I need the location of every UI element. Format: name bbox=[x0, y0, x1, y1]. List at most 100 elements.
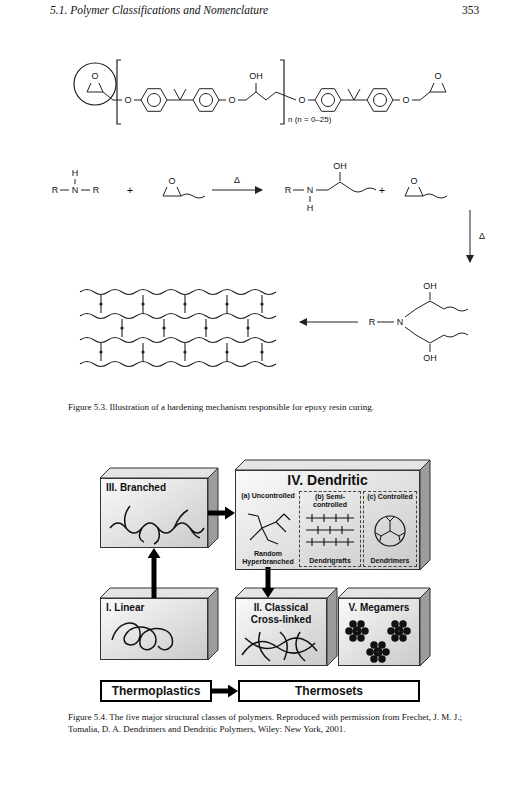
epoxy-network bbox=[101, 295, 262, 313]
cube-face bbox=[235, 588, 337, 666]
polymer-sketch bbox=[110, 506, 410, 662]
repeat-index: n (n = 0–25) bbox=[288, 116, 331, 124]
atom-label: H bbox=[307, 204, 314, 213]
chemical-structure bbox=[117, 60, 284, 124]
chemical-structure bbox=[315, 89, 341, 112]
class-heading: III. Branched bbox=[106, 482, 202, 494]
class-heading: I. Linear bbox=[106, 602, 202, 614]
flow-arrow bbox=[212, 689, 228, 694]
cube-top bbox=[100, 588, 218, 598]
chemical-structure bbox=[405, 187, 447, 198]
atom-label: O bbox=[91, 72, 98, 81]
chemical-structure bbox=[74, 63, 116, 105]
epoxy-network bbox=[141, 350, 144, 353]
class-heading: Thermosets bbox=[295, 684, 363, 698]
chemical-structure bbox=[322, 94, 335, 107]
epoxy-network bbox=[260, 350, 263, 353]
epoxy-network bbox=[99, 350, 102, 353]
cube-top bbox=[235, 460, 430, 470]
figure-caption: Figure 5.3. Illustration of a hardening … bbox=[68, 402, 468, 414]
class-heading: Thermoplastics bbox=[112, 684, 201, 698]
polymer-sketch bbox=[306, 514, 354, 546]
epoxy-network bbox=[162, 326, 165, 329]
flow-arrow bbox=[208, 511, 225, 516]
class-label: Dendrigrafts bbox=[302, 557, 358, 565]
epoxy-network bbox=[183, 350, 186, 353]
atom-label: O bbox=[298, 96, 305, 105]
chemical-structure bbox=[470, 210, 471, 262]
atom-label: OH bbox=[423, 282, 437, 291]
epoxy-network bbox=[80, 290, 276, 295]
atom-label: R bbox=[52, 186, 59, 195]
polymer-sketch bbox=[248, 514, 290, 544]
atom-label: O bbox=[410, 177, 417, 186]
cube-side bbox=[327, 588, 337, 666]
chemical-structure bbox=[200, 94, 213, 107]
structure-cube: II. Classical Cross-linked bbox=[235, 598, 327, 666]
epoxy-network bbox=[99, 302, 102, 305]
atom-label: H bbox=[72, 169, 79, 178]
polymer-sketch bbox=[125, 506, 200, 544]
cube-side bbox=[420, 588, 430, 666]
cube-front bbox=[338, 598, 420, 666]
epoxy-network bbox=[183, 302, 186, 305]
page-number: 353 bbox=[462, 5, 479, 17]
figure-caption: Figure 5.4. The five major structural cl… bbox=[68, 712, 468, 735]
flow-arrow bbox=[152, 558, 157, 598]
cube-top bbox=[338, 588, 430, 598]
atom-label: OH bbox=[333, 162, 347, 171]
plus-sign: + bbox=[127, 185, 133, 196]
chemical-structure bbox=[308, 100, 315, 101]
polymer-sketch bbox=[112, 623, 173, 650]
polymer-sketch bbox=[367, 642, 389, 662]
structure-cube: V. Megamers bbox=[338, 598, 420, 666]
epoxy-network bbox=[120, 326, 123, 329]
connector-layer bbox=[154, 513, 268, 691]
atom-label: R bbox=[369, 318, 376, 327]
cube-top bbox=[100, 468, 218, 478]
chemical-structure bbox=[367, 89, 393, 112]
sub-panel: (c) ControlledDendrimers bbox=[363, 491, 417, 567]
atom-label: R bbox=[285, 186, 292, 195]
chemical-structure bbox=[393, 83, 446, 100]
epoxy-network bbox=[80, 290, 276, 367]
category-box: Thermoplastics bbox=[100, 680, 212, 702]
heat-symbol: Δ bbox=[234, 176, 240, 185]
atom-label: R bbox=[93, 186, 100, 195]
epoxy-network bbox=[122, 319, 248, 337]
cube-side bbox=[208, 588, 218, 660]
class-label: Dendrimers bbox=[366, 557, 414, 565]
chemical-structure bbox=[300, 322, 358, 323]
class-label: Random Hyperbranched bbox=[241, 550, 295, 566]
cube-front bbox=[235, 470, 420, 570]
chemical-structure bbox=[141, 89, 167, 112]
epoxy-network bbox=[80, 362, 276, 367]
cube-side bbox=[420, 460, 430, 570]
chemical-structure bbox=[212, 190, 262, 191]
cube-face bbox=[100, 588, 218, 660]
cube-front bbox=[100, 598, 208, 660]
cube-face bbox=[100, 468, 218, 548]
atom-label: OH bbox=[249, 72, 263, 81]
cube-face bbox=[100, 460, 430, 666]
class-heading: II. Classical Cross-linked bbox=[240, 602, 322, 626]
chemical-structure bbox=[87, 83, 103, 92]
atom-label: N bbox=[397, 318, 404, 327]
epoxy-network bbox=[225, 302, 228, 305]
sub-panel: (a) UncontrolledRandom Hyperbranched bbox=[239, 491, 297, 567]
chemical-structure bbox=[167, 89, 193, 100]
cube-front bbox=[235, 598, 327, 666]
atom-label: O bbox=[434, 72, 441, 81]
class-heading: IV. Dendritic bbox=[239, 472, 416, 489]
chemical-structure bbox=[148, 94, 161, 107]
atom-label: O bbox=[228, 96, 235, 105]
atom-label: N bbox=[72, 186, 79, 195]
epoxy-network bbox=[141, 302, 144, 305]
atom-label: N bbox=[307, 186, 314, 195]
epoxy-network bbox=[101, 343, 262, 361]
epoxy-network bbox=[80, 314, 276, 319]
epoxy-network bbox=[80, 338, 276, 343]
atom-label: O bbox=[168, 177, 175, 186]
cube-side bbox=[208, 468, 218, 548]
